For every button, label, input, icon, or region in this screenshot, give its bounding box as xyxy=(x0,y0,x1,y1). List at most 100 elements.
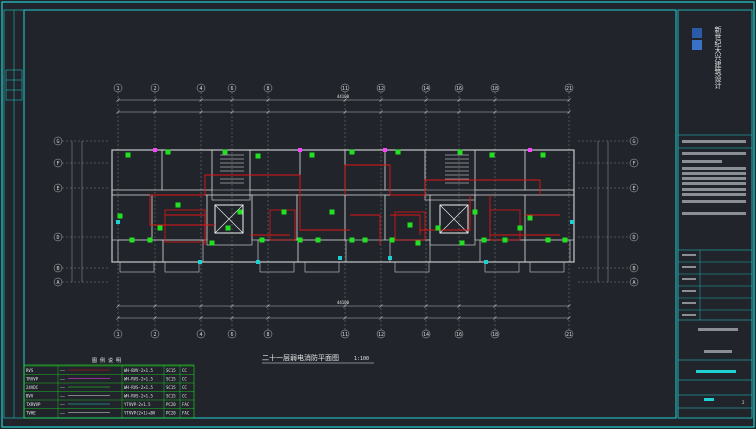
legend-cell: FAC xyxy=(182,402,190,407)
axis-label: 2 xyxy=(153,86,156,92)
legend-row: TXRVVP —— YTVVP-2×1.5 PC20 FAC xyxy=(24,399,194,407)
detector-device xyxy=(362,237,368,243)
detector-device xyxy=(259,237,265,243)
legend-cell: SC15 xyxy=(166,368,176,373)
detector-device xyxy=(517,225,523,231)
company-logo xyxy=(692,28,702,50)
total-dimension: 44100 xyxy=(337,94,350,99)
detector-device xyxy=(165,149,171,155)
detector-device xyxy=(315,237,321,243)
axis-label: B xyxy=(56,266,59,272)
legend-cell: BVV xyxy=(26,394,34,399)
axis-label: G xyxy=(632,139,635,145)
riser-marker xyxy=(528,148,532,152)
detector-device xyxy=(472,209,478,215)
legend-cell: —— xyxy=(60,402,65,407)
company-name: 新世纪大兴建筑设计 xyxy=(714,25,722,90)
detector-device xyxy=(175,202,181,208)
legend-cell: SC15 xyxy=(166,377,176,382)
axis-bubble-bot-16 xyxy=(454,329,464,339)
detector-device xyxy=(562,237,568,243)
axis-label: 6 xyxy=(230,86,233,92)
legend-cell: YTVVP(2×1)+BV xyxy=(124,411,156,416)
detector-device xyxy=(117,213,123,219)
axis-bubble-top-18 xyxy=(490,83,500,93)
detector-device xyxy=(349,237,355,243)
axis-label: E xyxy=(632,186,635,192)
axis-bubble-right-E xyxy=(629,183,639,193)
legend-cell: PC20 xyxy=(166,402,176,407)
riser-marker xyxy=(298,148,302,152)
legend-cell: TVHE xyxy=(26,411,36,416)
axis-bubble-top-6 xyxy=(227,83,237,93)
detector-device xyxy=(225,225,231,231)
detector-device xyxy=(147,237,153,243)
wiring-run xyxy=(149,195,215,226)
detector-device xyxy=(489,152,495,158)
riser-marker xyxy=(383,148,387,152)
legend-cell: PC20 xyxy=(166,411,176,416)
legend-cell: CC xyxy=(182,394,187,399)
axis-label: 4 xyxy=(199,332,202,338)
wiring-run xyxy=(344,164,391,195)
legend-cell: WH-RVS-2×1.5 xyxy=(124,394,153,399)
detector-device xyxy=(481,237,487,243)
detector-device xyxy=(415,240,421,246)
legend-cell: —— xyxy=(60,377,65,382)
legend-cell: YTVVP-2×1.5 xyxy=(124,402,151,407)
legend-cell: SC15 xyxy=(166,394,176,399)
axis-bubble-top-16 xyxy=(454,83,464,93)
axis-label: 16 xyxy=(456,332,462,338)
axis-label: 11 xyxy=(342,332,348,338)
axis-label: 8 xyxy=(266,332,269,338)
detector-device xyxy=(545,237,551,243)
axis-label: 12 xyxy=(378,332,384,338)
axis-bubble-bot-12 xyxy=(376,329,386,339)
legend-cell: SC15 xyxy=(166,385,176,390)
detector-device xyxy=(349,149,355,155)
axis-label: 6 xyxy=(230,332,233,338)
detector-device xyxy=(129,237,135,243)
detector-device xyxy=(157,225,163,231)
legend-cell: FAC xyxy=(182,411,190,416)
building-outline xyxy=(111,149,575,263)
sheet-number: 2 xyxy=(742,400,745,405)
left-strip xyxy=(3,9,25,419)
floor-plan[interactable]: 1122446688111112121414161618182121441004… xyxy=(53,83,639,339)
axis-label: D xyxy=(56,235,59,241)
legend-cell: 24VDC xyxy=(26,385,39,390)
axis-label: 14 xyxy=(423,86,429,92)
legend-cell: TXRVVP xyxy=(26,402,41,407)
axis-label: 21 xyxy=(566,332,572,338)
axis-bubble-right-D xyxy=(629,232,639,242)
axis-bubble-top-2 xyxy=(150,83,160,93)
drawing-scale: 1:100 xyxy=(354,356,369,362)
detector-device xyxy=(527,215,533,221)
detector-device xyxy=(281,209,287,215)
wiring-run xyxy=(299,175,350,231)
detector-device xyxy=(389,237,395,243)
axis-bubble-top-1 xyxy=(113,83,123,93)
total-dimension-bottom: 44100 xyxy=(337,300,350,305)
axis-label: 14 xyxy=(423,332,429,338)
axis-bubble-bot-18 xyxy=(490,329,500,339)
drawing-title-group: 二十一层弱电消防平面图 1:100 xyxy=(262,353,374,364)
legend-cell: WH-BVV-2×1.5 xyxy=(124,368,153,373)
legend-cell: TRVVP xyxy=(26,377,39,382)
axis-bubble-bot-21 xyxy=(564,329,574,339)
wiring-run xyxy=(390,179,541,196)
axis-bubble-top-4 xyxy=(196,83,206,93)
legend-cell: —— xyxy=(60,385,65,390)
axis-bubble-top-11 xyxy=(340,83,350,93)
axis-bubble-bot-6 xyxy=(227,329,237,339)
legend-title: 图 例 说 明 xyxy=(92,357,121,364)
detector-device xyxy=(209,240,215,246)
axis-label: A xyxy=(632,280,635,286)
axis-label: D xyxy=(632,235,635,241)
axis-label: 1 xyxy=(116,86,119,92)
legend-cell: CC xyxy=(182,385,187,390)
